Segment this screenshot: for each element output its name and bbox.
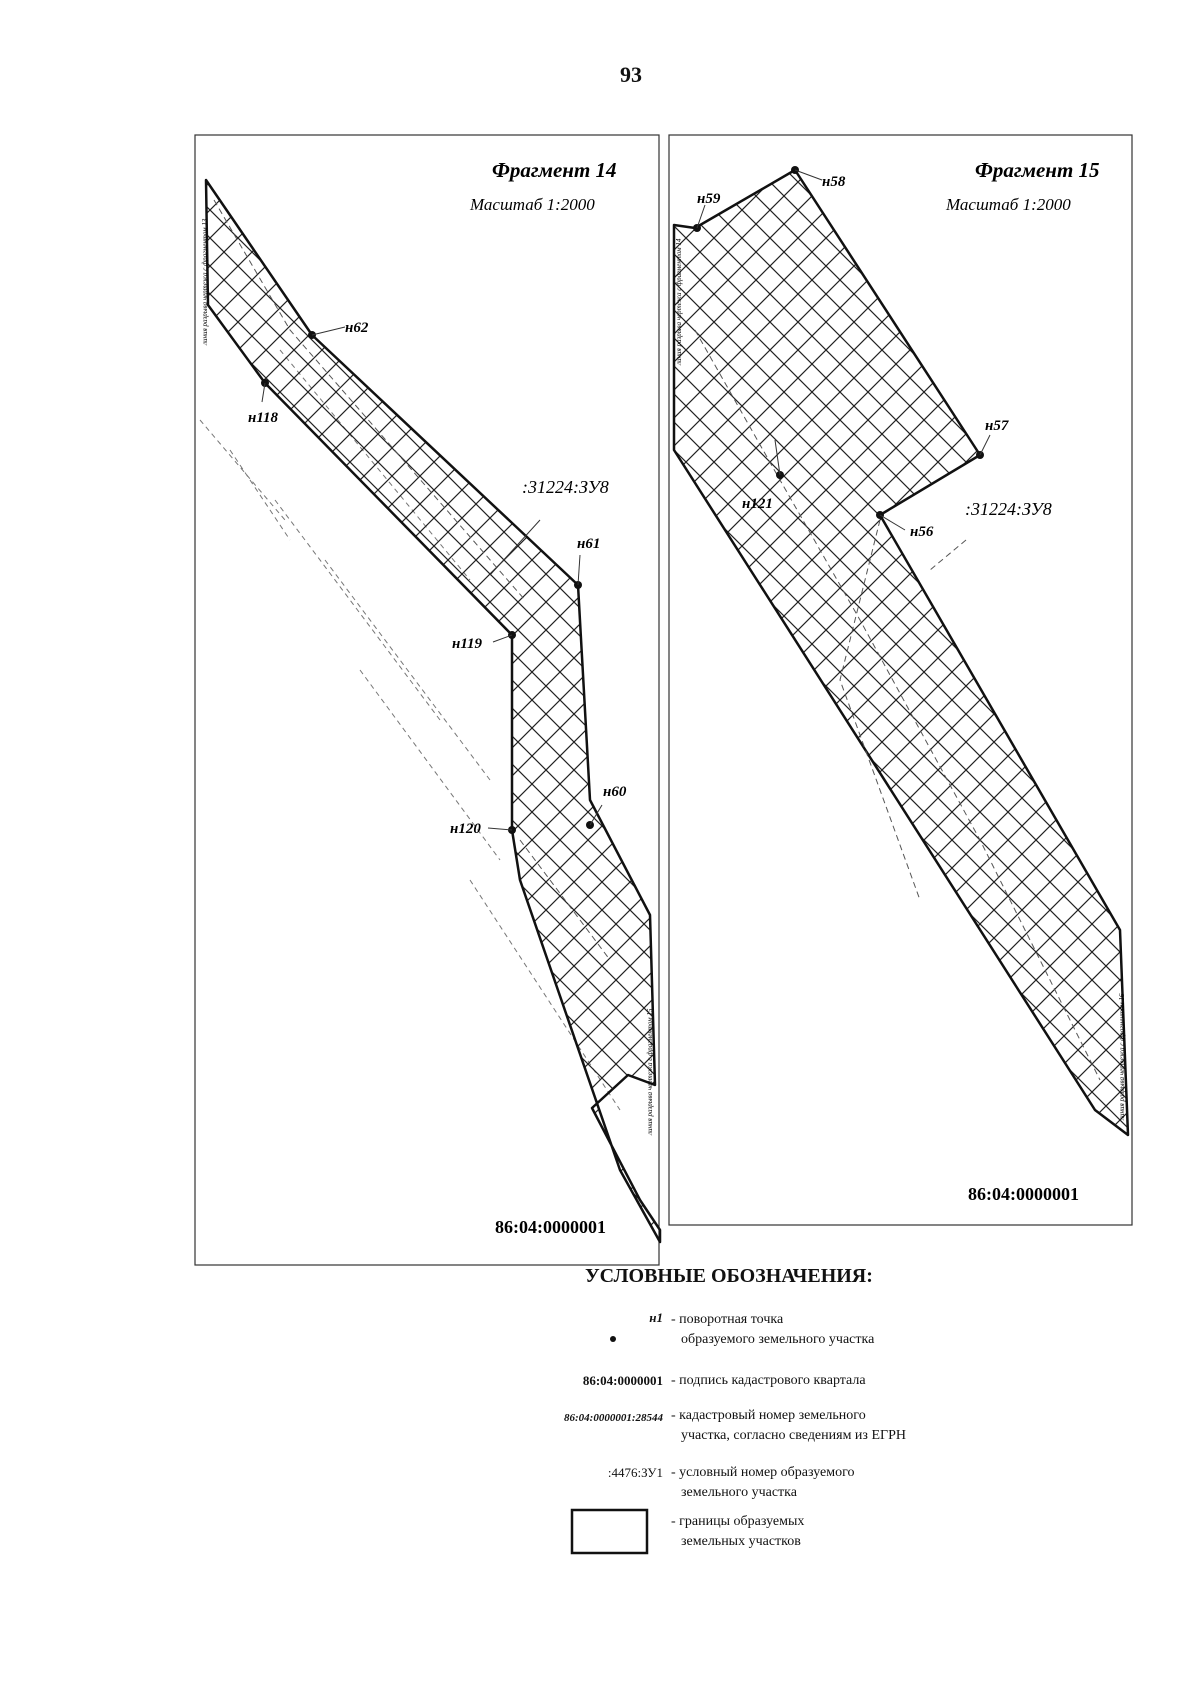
point-label-n60: н60 <box>603 784 627 800</box>
fragment-14-scale: Масштаб 1:2000 <box>469 195 595 214</box>
legend-line: земельного участка <box>681 1485 797 1500</box>
fragment-14-title: Фрагмент 14 <box>492 158 617 182</box>
legend-text-cadastral: - кадастровый номер земельного участка, … <box>671 1406 906 1446</box>
break-line-label-right-15: линия разрыва чертежа с фрагментом 16 <box>1118 993 1126 1121</box>
parcel-polygon-15 <box>672 168 1130 1137</box>
legend-text-conditional: - условный номер образуемого земельного … <box>671 1463 855 1503</box>
legend-title: УСЛОВНЫЕ ОБОЗНАЧЕНИЯ: <box>585 1265 873 1287</box>
break-line-label-right-14: линия разрыва чертежа с фрагментом 15 <box>646 1008 654 1136</box>
parcel-number-15: :31224:ЗУ8 <box>965 499 1052 519</box>
legend-line: - условный номер образуемого <box>671 1465 855 1480</box>
legend-symbols <box>570 1336 649 1555</box>
quarter-label-15: 86:04:0000001 <box>968 1184 1079 1204</box>
point-label-n62: н62 <box>345 320 369 336</box>
point-label-n118: н118 <box>248 410 279 426</box>
legend-line: - поворотная точка <box>671 1312 784 1327</box>
fragment-14: Фрагмент 14 Масштаб 1:2000 н62 н118 н61 … <box>194 134 662 1266</box>
fragment-14-frame <box>194 134 660 1266</box>
point-label-n121: н121 <box>742 496 773 512</box>
legend-symbol-cadastral: 86:04:0000001:28544 <box>564 1412 663 1424</box>
legend-text-boundaries: - границы образуемых земельных участков <box>671 1512 804 1552</box>
legend-boundary-symbol <box>570 1508 649 1555</box>
legend-line: - границы образуемых <box>671 1514 805 1529</box>
point-label-n119: н119 <box>452 636 483 652</box>
legend-point-marker <box>610 1336 616 1342</box>
parcel-polygon-14 <box>204 178 662 1244</box>
point-label-n56: н56 <box>910 524 934 540</box>
point-label-n58: н58 <box>822 174 846 190</box>
break-line-label-left-15: линия разрыва чертежа с фрагментом 14 <box>675 238 683 366</box>
legend-text-quarter: - подпись кадастрового квартала <box>671 1371 866 1391</box>
quarter-label-14: 86:04:0000001 <box>495 1217 606 1237</box>
legend-line: - кадастровый номер земельного <box>671 1408 866 1423</box>
legend-line: - подпись кадастрового квартала <box>671 1373 866 1388</box>
fragment-15-title: Фрагмент 15 <box>975 158 1100 182</box>
legend-text-point: - поворотная точка образуемого земельног… <box>671 1310 874 1350</box>
fragment-15-frame <box>668 134 1133 1226</box>
point-marker <box>508 826 516 834</box>
legend-line: участка, согласно сведениям из ЕГРН <box>681 1428 906 1443</box>
point-label-n57: н57 <box>985 418 1009 434</box>
legend-symbol-quarter: 86:04:0000001 <box>582 1373 663 1388</box>
legend-line: земельных участков <box>681 1534 801 1549</box>
point-label-n59: н59 <box>697 191 721 207</box>
fragment-15: Фрагмент 15 Масштаб 1:2000 н58 н59 н57 н… <box>668 134 1133 1226</box>
legend-symbol-conditional: :4476:ЗУ1 <box>607 1465 663 1480</box>
point-label-n120: н120 <box>450 821 481 837</box>
legend-line: образуемого земельного участка <box>681 1332 875 1347</box>
legend-symbol-point: н1 <box>649 1310 663 1325</box>
break-line-label-left-14: линия разрыва чертежа с фрагментом 13 <box>201 218 209 346</box>
point-label-n61: н61 <box>577 536 600 552</box>
fragment-15-scale: Масштаб 1:2000 <box>945 195 1071 214</box>
parcel-number-14: :31224:ЗУ8 <box>522 477 609 497</box>
page-number: 93 <box>620 62 642 87</box>
